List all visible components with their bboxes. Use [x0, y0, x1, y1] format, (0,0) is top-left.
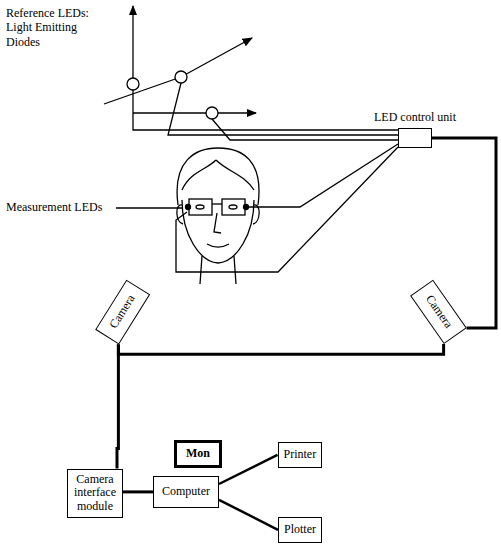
printer-box: Printer	[278, 442, 323, 468]
plotter-box: Plotter	[278, 517, 322, 543]
nose	[214, 213, 221, 233]
reference-led	[127, 78, 139, 90]
glasses-lens	[222, 199, 245, 215]
eye	[196, 205, 204, 209]
cable	[123, 490, 153, 493]
reference-axis	[132, 6, 133, 118]
cable	[219, 455, 278, 484]
hair	[177, 148, 259, 205]
mouth	[207, 244, 229, 247]
leader-line	[116, 207, 183, 208]
measurement-led	[244, 205, 249, 210]
face-outline	[182, 200, 254, 263]
led-wire	[168, 83, 398, 135]
cable	[117, 344, 118, 468]
node-text: Mon	[186, 447, 210, 461]
monitor-box: Mon	[174, 440, 222, 468]
node-text: LED control unit	[374, 111, 456, 125]
led-wire	[212, 119, 398, 140]
node-text: Printer	[284, 448, 317, 462]
reference-led	[175, 71, 187, 83]
camera-box: Camera	[95, 279, 150, 344]
interface-box: Camera interface module	[67, 469, 123, 518]
led-wire	[176, 147, 398, 272]
computer-box: Computer	[153, 476, 219, 508]
node-text: Plotter	[284, 523, 316, 537]
node-text: Computer	[162, 485, 210, 499]
node-text: Camera	[422, 293, 455, 331]
hair	[182, 160, 254, 190]
cable	[219, 500, 278, 530]
control-unit-box: LED control unit	[398, 128, 432, 148]
measurement-leds-label: Measurement LEDs	[6, 200, 102, 214]
reference-axis	[133, 112, 256, 113]
led-wire	[133, 118, 398, 130]
cable	[118, 344, 443, 354]
led-wire	[247, 144, 398, 207]
glasses-lens	[189, 199, 212, 215]
measurement-led	[186, 205, 191, 210]
camera-box: Camera	[410, 280, 467, 345]
node-text: Camera	[106, 292, 137, 331]
reference-led	[206, 107, 218, 119]
neck	[200, 256, 236, 284]
reference-leds-label: Reference LEDs: Light Emitting Diodes	[6, 6, 98, 49]
node-text: Camera interface module	[70, 473, 120, 514]
eye	[229, 205, 237, 209]
glasses-bridge	[212, 203, 222, 204]
